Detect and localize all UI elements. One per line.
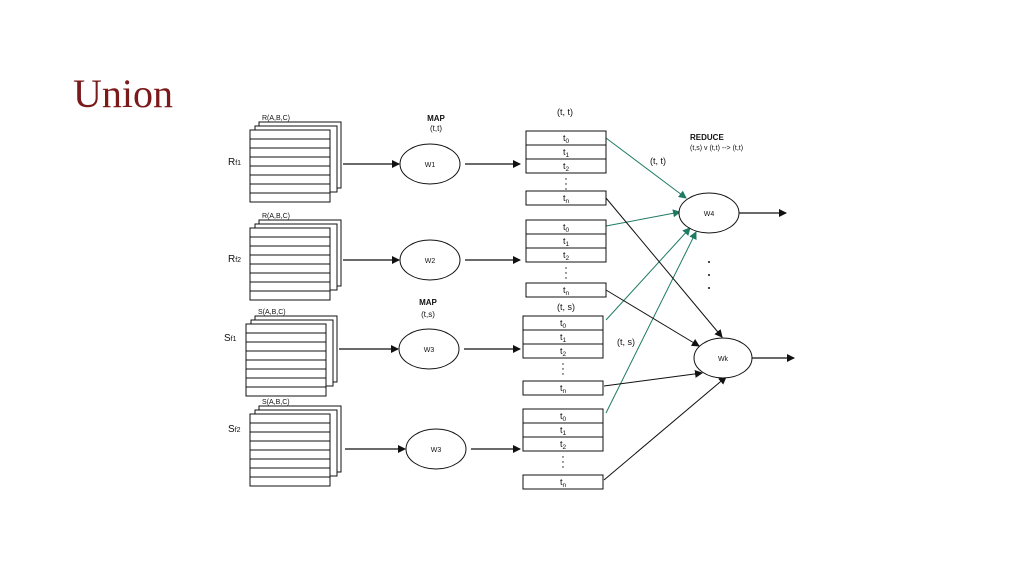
to-reducer-edge [605, 209, 681, 227]
reduce-title: REDUCE [690, 133, 724, 142]
tuple-label: t2 [563, 250, 570, 262]
tuple-cell [522, 343, 604, 359]
to-reducer-edge [605, 231, 697, 414]
reduce-worker-label: W4 [704, 211, 715, 218]
map-pair: (t,s) [421, 310, 435, 319]
schema-label: S(A,B,C) [258, 309, 286, 316]
map-worker [399, 143, 461, 185]
tuple-label: tn [560, 383, 567, 395]
ellipsis-dot [562, 466, 564, 468]
tuple-label: t1 [560, 425, 567, 437]
schema-label: S(A,B,C) [262, 399, 290, 406]
map-pair: (t,t) [430, 124, 442, 133]
map-title: MAP [427, 114, 445, 123]
ellipsis-dot [708, 287, 710, 289]
ellipsis-dot [562, 373, 564, 375]
tuple-cell [525, 247, 607, 263]
input-label: Sf1 [224, 333, 237, 344]
tuple-label: tn [563, 193, 570, 205]
map-worker-label: W2 [425, 258, 436, 265]
ellipsis-dot [562, 456, 564, 458]
ellipsis-dot [565, 267, 567, 269]
tuple-cell-last [525, 190, 607, 206]
schema-label: R(A,B,C) [262, 115, 290, 122]
reduce-rule: (t,s) v (t,t) --> (t,t) [690, 145, 743, 152]
schema-label: R(A,B,C) [262, 213, 290, 220]
tuple-label: t1 [563, 236, 570, 248]
edge-label-ts: (t, s) [617, 337, 635, 347]
input-label: Rf2 [228, 254, 241, 265]
to-reducer-edge [603, 369, 703, 387]
input-label: Sf2 [228, 424, 241, 435]
ellipsis-dot [565, 277, 567, 279]
tuple-label: t2 [560, 346, 567, 358]
edge-label-tt: (t, t) [650, 156, 666, 166]
ellipsis-dot [708, 274, 710, 276]
map-worker [399, 239, 461, 281]
tuple-cell-last [525, 282, 607, 298]
group-label-tt: (t, t) [557, 107, 573, 117]
ellipsis-dot [565, 183, 567, 185]
ellipsis-dot [562, 363, 564, 365]
reduce-worker-label: Wk [718, 356, 729, 363]
slide-title: Union [73, 71, 173, 116]
tuple-cell-last [522, 474, 604, 490]
tuple-label: t1 [560, 332, 567, 344]
tuple-cell [525, 158, 607, 174]
reduce-worker [693, 337, 753, 379]
tuple-label: t2 [560, 439, 567, 451]
tuple-label: tn [560, 477, 567, 489]
tuple-label: t0 [563, 133, 570, 145]
map-worker [398, 328, 460, 370]
input-label: Rf1 [228, 157, 241, 168]
tuple-label: t0 [560, 411, 567, 423]
ellipsis-dot [565, 188, 567, 190]
tuple-label: tn [563, 285, 570, 297]
to-reducer-edge [605, 227, 691, 321]
map-worker-label: W3 [431, 447, 442, 454]
tuple-cell-last [522, 380, 604, 396]
reduce-worker [678, 192, 740, 234]
map-worker-label: W1 [425, 162, 436, 169]
ellipsis-dot [562, 461, 564, 463]
tuple-label: t1 [563, 147, 570, 159]
ellipsis-dot [565, 178, 567, 180]
ellipsis-dot [565, 272, 567, 274]
ellipsis-dot [708, 261, 710, 263]
map-title: MAP [419, 298, 437, 307]
to-reducer-edge [603, 376, 727, 481]
tuple-label: t0 [560, 318, 567, 330]
tuple-label: t2 [563, 161, 570, 173]
to-reducer-edge [605, 197, 723, 338]
tuple-cell [522, 436, 604, 452]
group-label-ts: (t, s) [557, 302, 575, 312]
map-worker [405, 428, 467, 470]
to-reducer-edge [605, 289, 700, 347]
to-reducer-edge [605, 137, 687, 199]
map-worker-label: W3 [424, 347, 435, 354]
ellipsis-dot [562, 368, 564, 370]
tuple-label: t0 [563, 222, 570, 234]
